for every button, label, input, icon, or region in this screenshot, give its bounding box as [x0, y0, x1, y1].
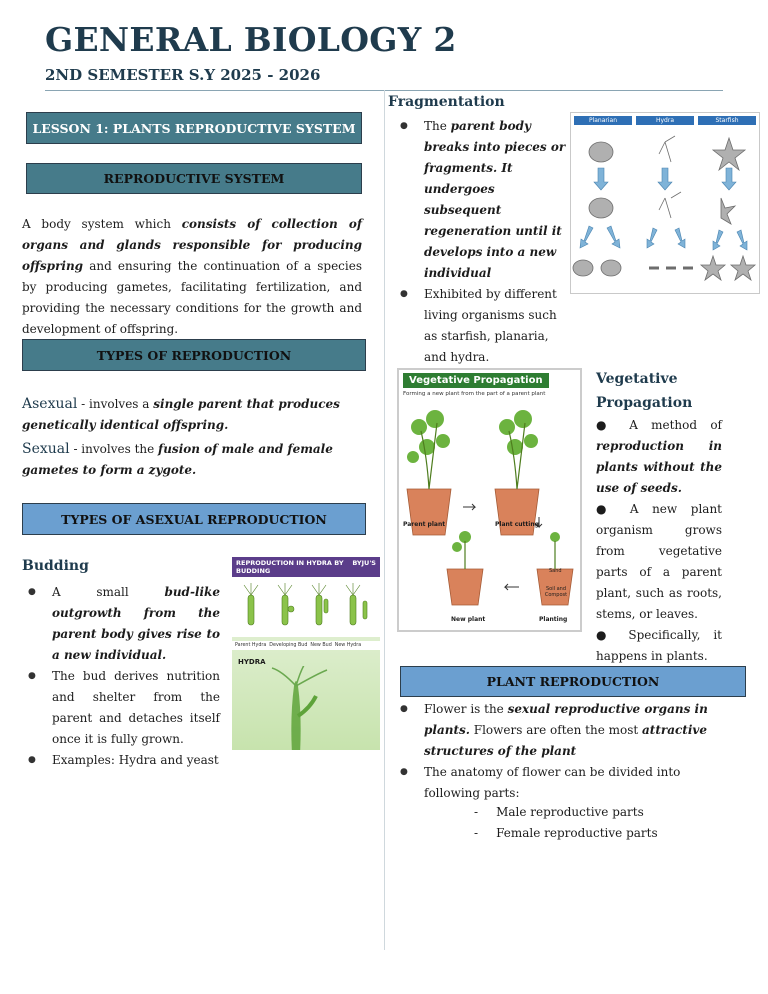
label-soil-compost: Soil and Compost — [544, 586, 568, 598]
female-parts-text: Female reproductive parts — [496, 826, 658, 840]
vegetative-item-1-emphasis: reproduction in plants without the use o… — [596, 439, 722, 495]
flower-item-1-emphasis-2: attractive structures of the plant — [424, 723, 708, 758]
budding-item-2: The bud derives nutrition and shelter fr… — [28, 666, 220, 750]
fragmentation-figure: Planarian Hydra Starfish — [570, 112, 760, 294]
vegetative-item-1-text: A method of — [629, 418, 722, 432]
budding-figure-header: REPRODUCTION IN HYDRA BY BUDDING BYJU'S — [232, 557, 380, 577]
sexual-text: - involves the — [69, 442, 159, 456]
hydra-photo — [271, 660, 328, 750]
fragmentation-item-1-text: The — [424, 119, 451, 133]
asexual-definition: Asexual - involves a single parent that … — [22, 394, 366, 436]
label-starfish: Starfish — [698, 116, 756, 125]
flower-sub-item-1: -Male reproductive parts — [474, 805, 644, 819]
plant-reproduction-banner: PLANT REPRODUCTION — [400, 666, 746, 697]
vegetative-item-2: ● A new plant organism grows from vegeta… — [596, 502, 722, 621]
flower-item-1: Flower is the sexual reproductive organs… — [400, 699, 720, 762]
sexual-emphasis: fusion of male and female gametes to for… — [22, 442, 333, 477]
flower-item-1-text-mid: Flowers are often the most — [469, 723, 643, 737]
definition-text: A body system which — [22, 217, 182, 231]
vegetative-propagation-illustration — [406, 410, 574, 606]
page-title: GENERAL BIOLOGY 2 — [45, 20, 457, 59]
flower-item-1-emphasis: sexual reproductive organs in plants. — [424, 702, 708, 737]
legend-item: Developing Bud — [269, 643, 308, 648]
fragmentation-item-1-emphasis: parent body breaks into pieces or fragme… — [424, 119, 566, 280]
budding-list: A small bud-like outgrowth from the pare… — [28, 582, 220, 771]
step-planting: Planting — [539, 616, 568, 623]
veg-figure-subtitle: Forming a new plant from the part of a p… — [403, 391, 546, 397]
legend-item: New Hydra — [334, 643, 362, 648]
reproductive-system-banner: REPRODUCTIVE SYSTEM — [26, 163, 362, 194]
fragmentation-list: The parent body breaks into pieces or fr… — [400, 116, 566, 368]
male-parts-text: Male reproductive parts — [496, 805, 644, 819]
label-planarian: Planarian — [574, 116, 632, 125]
sexual-definition: Sexual - involves the fusion of male and… — [22, 439, 366, 481]
fragmentation-heading: Fragmentation — [388, 94, 505, 110]
flower-sub-item-2: -Female reproductive parts — [474, 826, 658, 840]
flower-item-2: The anatomy of flower can be divided int… — [400, 762, 720, 804]
flower-item-1-text: Flower is the — [424, 702, 508, 716]
veg-figure-title: Vegetative Propagation — [403, 373, 549, 388]
budding-figure-title: REPRODUCTION IN HYDRA BY BUDDING — [236, 559, 344, 575]
budding-legend: Parent Hydra Developing Bud New Bud New … — [232, 641, 380, 650]
flower-list: Flower is the sexual reproductive organs… — [400, 699, 720, 804]
legend-item: Parent Hydra — [235, 643, 267, 648]
fragmentation-item-2: Exhibited by different living organisms … — [400, 284, 566, 368]
vegetative-item-1: ● A method of reproduction in plants wit… — [596, 418, 722, 495]
asexual-emphasis: single parent that produces genetically … — [22, 397, 340, 432]
budding-item-1-text: A small — [52, 585, 165, 599]
types-of-reproduction-banner: TYPES OF REPRODUCTION — [22, 339, 366, 371]
budding-heading: Budding — [22, 558, 89, 574]
step-parent-plant: Parent plant — [403, 521, 446, 528]
budding-item-1: A small bud-like outgrowth from the pare… — [28, 582, 220, 666]
fragmentation-figure-labels: Planarian Hydra Starfish — [571, 113, 759, 128]
vegetative-item-2-text: A new plant organism grows from vegetati… — [596, 502, 722, 621]
vegetative-item-3: ● Specifically, it happens in plants. — [596, 628, 722, 663]
vegetative-propagation-figure: Vegetative Propagation Forming a new pla… — [397, 368, 582, 632]
budding-figure-brand: BYJU'S — [352, 559, 376, 567]
fragmentation-item-1: The parent body breaks into pieces or fr… — [400, 116, 566, 284]
vegetative-item-3-text: Specifically, it happens in plants. — [596, 628, 722, 663]
definition-emphasis: consists of collection of organs and gla… — [22, 217, 362, 273]
hydra-stages-illustration — [232, 577, 380, 637]
sexual-term: Sexual — [22, 441, 70, 457]
asexual-types-banner: TYPES OF ASEXUAL REPRODUCTION — [22, 503, 366, 535]
hydra-caption: HYDRA — [238, 658, 266, 666]
hydra-budding-figure: REPRODUCTION IN HYDRA BY BUDDING BYJU'S … — [232, 557, 380, 750]
vegetative-heading: Vegetative Propagation — [596, 371, 693, 411]
asexual-text: - involves a — [77, 397, 154, 411]
step-plant-cutting: Plant cutting — [495, 521, 539, 528]
budding-item-1-emphasis: bud-like outgrowth from the parent body … — [52, 585, 220, 662]
budding-item-3: Examples: Hydra and yeast — [28, 750, 220, 771]
label-hydra: Hydra — [636, 116, 694, 125]
label-sand: Sand — [549, 568, 562, 574]
reproductive-system-definition: A body system which consists of collecti… — [22, 214, 362, 340]
definition-text-end: and ensuring the continuation of a speci… — [22, 259, 362, 336]
step-new-plant: New plant — [451, 616, 486, 623]
vegetative-text: ● A method of reproduction in plants wit… — [596, 415, 722, 667]
veg-figure-header: Vegetative Propagation — [399, 370, 580, 391]
column-divider — [384, 90, 385, 950]
fragmentation-illustration — [572, 135, 757, 282]
legend-item: New Bud — [310, 643, 332, 648]
asexual-term: Asexual — [22, 396, 78, 412]
lesson-banner: LESSON 1: PLANTS REPRODUCTIVE SYSTEM — [26, 112, 362, 144]
page-subtitle: 2ND SEMESTER S.Y 2025 - 2026 — [45, 66, 321, 84]
